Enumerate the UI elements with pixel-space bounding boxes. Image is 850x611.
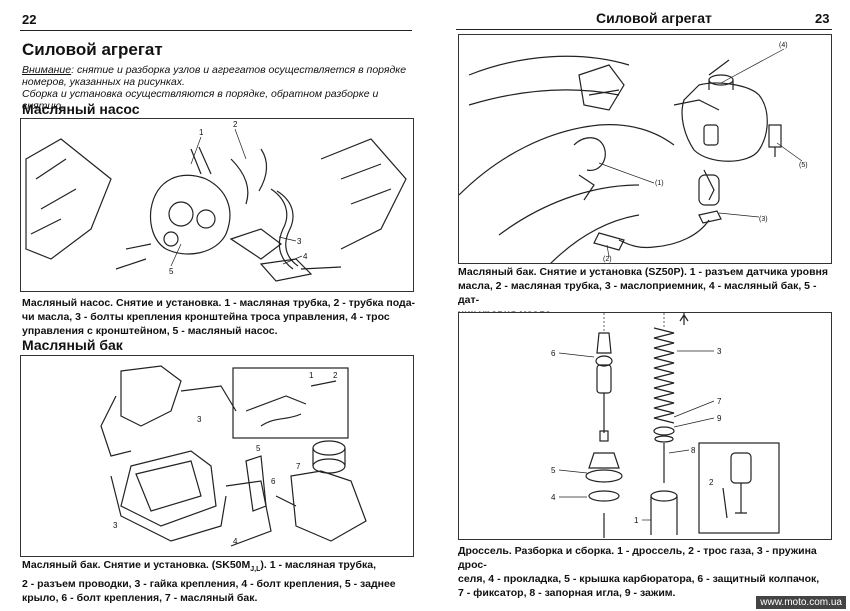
sz50p-caption-line-1: Масляный бак. Снятие и установка (SZ50P)… (458, 266, 828, 278)
throttle-callout-8: 8 (691, 446, 696, 455)
pump-callout-4: 4 (303, 252, 308, 261)
oil-tank-caption-line-3: крыло, 6 - болт крепления, 7 - масляный … (22, 592, 258, 605)
watermark: www.moto.com.ua (756, 596, 846, 609)
throttle-callout-4: 4 (551, 493, 556, 502)
pump-callout-1: 1 (199, 128, 204, 137)
oil-pump-drawing: 1 2 3 4 5 (25, 120, 407, 282)
sz50p-callout-4: (4) (779, 42, 788, 49)
throttle-caption-line-3: 7 - фиксатор, 8 - запорная игла, 9 - заж… (458, 587, 676, 599)
sz50p-caption-line-2: масла, 2 - масляная трубка, 3 - маслопри… (458, 280, 817, 306)
sz50p-callout-5: (5) (799, 162, 808, 169)
note-line-3: Сборка и установка осуществляются в поря… (22, 88, 379, 112)
throttle-callout-6: 6 (551, 349, 556, 358)
throttle-callout-9: 9 (717, 414, 722, 423)
section-title: Силовой агрегат (22, 40, 163, 59)
oil-tank-caption-line-2: 2 - разъем проводки, 3 - гайка крепления… (22, 578, 396, 591)
throttle-caption-line-2: селя, 4 - прокладка, 5 - крышка карбюрат… (458, 573, 820, 585)
throttle-figure: 6 3 7 9 8 5 4 1 2 (458, 312, 832, 540)
pump-callout-3: 3 (297, 237, 302, 246)
throttle-callout-5: 5 (551, 466, 556, 475)
note-line-1: : снятие и разборка узлов и агрегатов ос… (71, 64, 407, 76)
sz50p-tank-drawing: (4) (5) (1) (3) (2) (459, 42, 808, 263)
oil-pump-caption-line-3: управления с кронштейном, 5 - масляный н… (22, 325, 278, 337)
tank-callout-5: 5 (256, 444, 261, 453)
throttle-callout-1: 1 (634, 516, 639, 525)
oil-tank-caption-line-1: Масляный бак. Снятие и установка. (SK50M… (22, 558, 417, 577)
throttle-drawing: 6 3 7 9 8 5 4 1 2 (551, 313, 780, 538)
throttle-caption: Дроссель. Разборка и сборка. 1 - дроссел… (458, 544, 838, 600)
oil-pump-caption: Масляный насос. Снятие и установка. 1 - … (22, 296, 417, 338)
oil-tank-figure: 1 2 3 4 5 6 7 3 (20, 355, 414, 557)
left-page-number: 22 (22, 12, 37, 27)
pump-callout-2: 2 (233, 120, 238, 129)
note-block: Внимание: снятие и разборка узлов и агре… (22, 64, 412, 112)
note-line-2: номеров, указанных на рисунках. (22, 76, 185, 88)
sz50p-callout-3: (3) (759, 216, 768, 223)
sz50p-callout-2: (2) (603, 256, 612, 263)
oil-pump-caption-line-2: чи масла, 3 - болты крепления кронштейна… (22, 311, 390, 323)
right-header-title: Силовой агрегат (596, 10, 712, 26)
oil-tank-caption: Масляный бак. Снятие и установка. (SK50M… (22, 558, 417, 605)
tank-callout-3a: 3 (197, 415, 202, 424)
oil-tank-drawing: 1 2 3 4 5 6 7 3 (100, 365, 367, 547)
throttle-callout-3: 3 (717, 347, 722, 356)
note-label: Внимание (22, 64, 72, 76)
left-header-rule (20, 30, 412, 31)
oil-tank-model-subscript: J,L (250, 566, 261, 574)
right-page-number: 23 (815, 11, 830, 26)
tank-callout-3b: 3 (113, 521, 118, 530)
right-header-rule (456, 29, 832, 30)
tank-callout-6: 6 (271, 477, 276, 486)
throttle-callout-7: 7 (717, 397, 722, 406)
tank-callout-7: 7 (296, 462, 301, 471)
oil-pump-caption-line-1: Масляный насос. Снятие и установка. 1 - … (22, 297, 416, 309)
pump-callout-5: 5 (169, 267, 174, 276)
throttle-callout-2: 2 (709, 478, 714, 487)
sz50p-tank-figure: (4) (5) (1) (3) (2) (458, 34, 832, 264)
tank-callout-2: 2 (333, 371, 338, 380)
oil-pump-figure: 1 2 3 4 5 (20, 118, 414, 292)
oil-pump-title: Масляный насос (22, 101, 140, 117)
oil-tank-title: Масляный бак (22, 337, 123, 353)
oil-tank-caption-line-1-a: Масляный бак. Снятие и установка. (SK50M (22, 559, 251, 571)
tank-callout-1: 1 (309, 371, 314, 380)
oil-tank-caption-line-1-b: ). 1 - масляная трубка, (260, 559, 376, 571)
sz50p-callout-1: (1) (655, 180, 664, 187)
throttle-caption-line-1: Дроссель. Разборка и сборка. 1 - дроссел… (458, 545, 817, 571)
tank-callout-4: 4 (233, 537, 238, 546)
